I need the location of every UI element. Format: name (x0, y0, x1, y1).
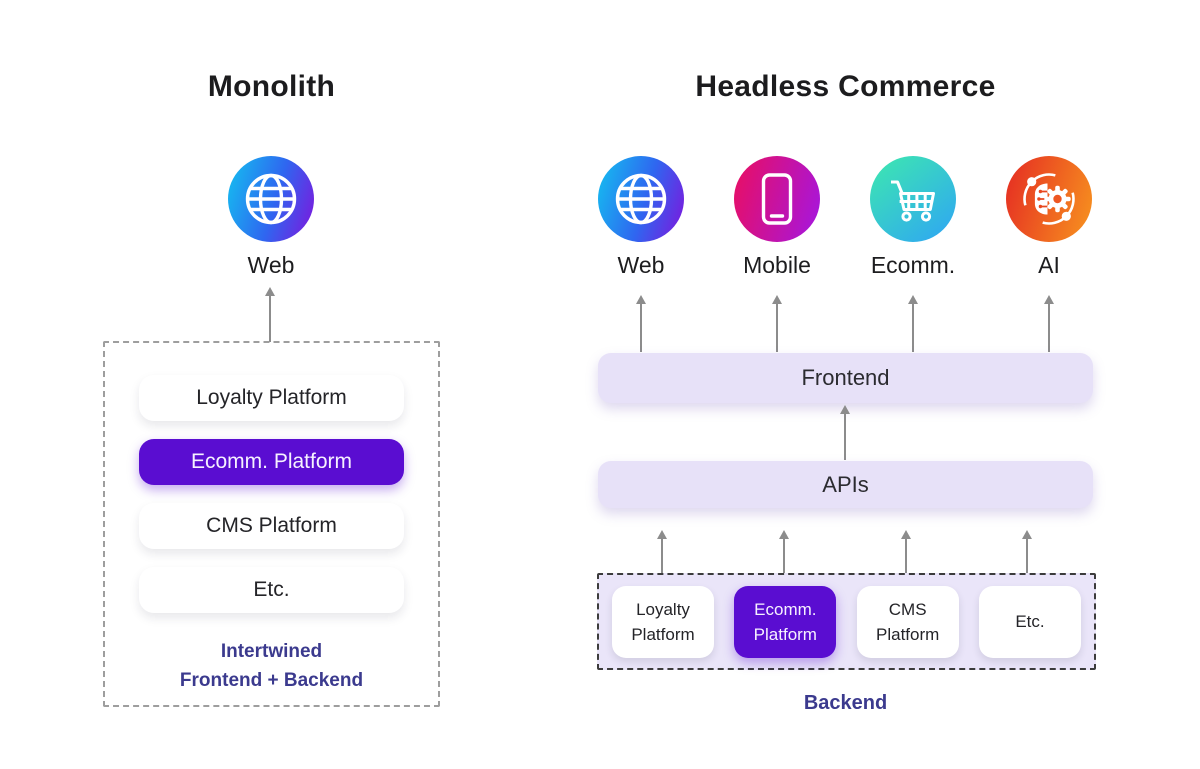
monolith-caption-line1: Intertwined (220, 641, 323, 662)
arrow-backend-etc-to-apis (1021, 530, 1032, 586)
arrow-frontend-to-web (635, 295, 646, 352)
backend-item-ecomm-line1: Ecomm. (754, 599, 817, 619)
arrow-frontend-to-ecomm (907, 295, 918, 352)
arrow-web-to-monolith (264, 287, 275, 342)
headless-title: Headless Commerce (695, 70, 996, 103)
smartphone-icon (734, 156, 820, 242)
backend-item-cms: CMS Platform (856, 585, 959, 658)
monolith-caption-line2: Frontend + Backend (179, 670, 364, 691)
backend-label: Backend (803, 692, 888, 714)
platform-pill-ecomm: Ecomm. Platform (139, 439, 404, 485)
backend-item-loyalty-line1: Loyalty (636, 599, 690, 619)
headless-web-channel: Web (571, 156, 711, 279)
monolith-dashed-box: Loyalty Platform Ecomm. Platform CMS Pla… (103, 341, 440, 707)
arrow-backend-ecomm-to-apis (778, 530, 789, 586)
arrow-frontend-to-ai (1043, 295, 1054, 352)
arrow-frontend-to-mobile (771, 295, 782, 352)
globe-icon (598, 156, 684, 242)
channel-label-web: Web (247, 252, 295, 278)
globe-icon (228, 156, 314, 242)
backend-item-ecomm: Ecomm. Platform (734, 585, 837, 658)
backend-item-loyalty: Loyalty Platform (612, 585, 714, 658)
headless-mobile-channel: Mobile (707, 156, 847, 279)
monolith-title: Monolith (207, 70, 336, 103)
backend-item-cms-line1: CMS (888, 599, 927, 619)
channel-label-web: Web (617, 252, 665, 278)
ai-channel-icon (1006, 156, 1092, 242)
backend-dashed-box: Loyalty Platform Ecomm. Platform CMS Pla… (597, 573, 1096, 670)
headless-ecomm-channel: Ecomm. (843, 156, 983, 279)
backend-item-loyalty-line2: Platform (631, 624, 695, 644)
platform-pill-etc: Etc. (139, 567, 404, 613)
frontend-bar: Frontend (598, 353, 1093, 403)
backend-item-etc-line1: Etc. (1015, 612, 1045, 631)
cart-icon (870, 156, 956, 242)
monolith-stack: Loyalty Platform Ecomm. Platform CMS Pla… (139, 375, 404, 613)
monolith-caption: Intertwined Frontend + Backend (105, 637, 438, 695)
mobile-channel-icon (734, 156, 820, 242)
ecomm-channel-icon (870, 156, 956, 242)
channel-label-ai: AI (1038, 252, 1060, 278)
arrow-backend-cms-to-apis (900, 530, 911, 586)
platform-pill-loyalty: Loyalty Platform (139, 375, 404, 421)
ai-icon (1006, 156, 1092, 242)
arrow-backend-loyalty-to-apis (656, 530, 667, 586)
backend-item-ecomm-line2: Platform (753, 624, 817, 644)
web-channel-icon (228, 156, 314, 242)
platform-pill-cms: CMS Platform (139, 503, 404, 549)
backend-item-cms-line2: Platform (876, 624, 940, 644)
monolith-web-channel: Web (201, 156, 341, 279)
channel-label-mobile: Mobile (743, 252, 811, 278)
arrow-apis-to-frontend (839, 405, 850, 460)
channel-label-ecomm: Ecomm. (870, 252, 956, 278)
headless-ai-channel: AI (979, 156, 1119, 279)
web-channel-icon (598, 156, 684, 242)
backend-item-etc: Etc. (978, 585, 1081, 658)
apis-bar: APIs (598, 461, 1093, 508)
